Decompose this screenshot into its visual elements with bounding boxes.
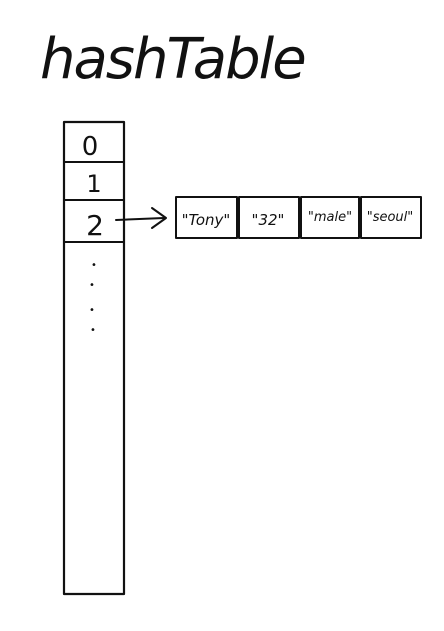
continuation-dot: •: [91, 260, 97, 271]
value-age: "32": [252, 211, 285, 229]
linked-value-list: "Tony" "32" "male" "seoul": [175, 196, 422, 239]
value-box-gender: [300, 196, 360, 239]
value-box-city: [360, 196, 422, 239]
value-name: "Tony": [182, 211, 231, 229]
continuation-dot: •: [90, 325, 96, 336]
value-box-age: [238, 196, 300, 239]
value-city: "seoul": [367, 210, 414, 225]
pointer-arrow: [115, 207, 167, 229]
value-box-name: [175, 196, 238, 239]
continuation-dot: •: [89, 280, 95, 291]
diagram-title: hashTable: [40, 27, 305, 92]
slot-index-2: 2: [86, 209, 104, 242]
continuation-dot: •: [89, 305, 95, 316]
slot-index-1: 1: [86, 170, 101, 198]
value-gender: "male": [308, 210, 352, 225]
slot-index-0: 0: [82, 132, 99, 162]
hash-table-outline: [62, 120, 126, 596]
hash-table-array: 0 1 2 • • • •: [62, 120, 126, 596]
